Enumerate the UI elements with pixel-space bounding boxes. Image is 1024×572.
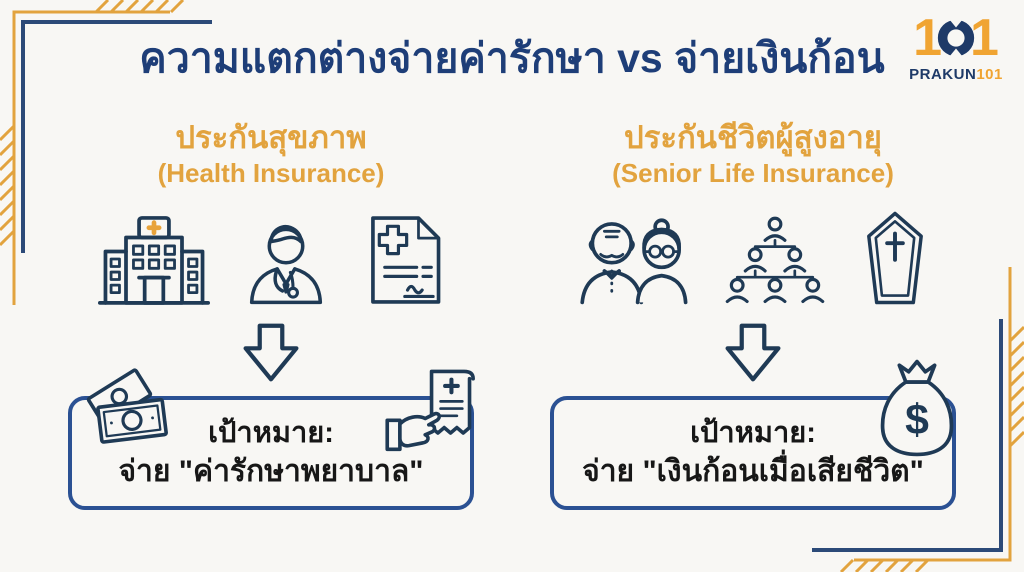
health-arrow-wrap [238, 322, 304, 384]
health-title-english: (Health Insurance) [157, 158, 385, 189]
down-arrow-icon [243, 323, 299, 382]
health-goal-value: จ่าย "ค่ารักษาพยาบาล" [118, 455, 424, 489]
hand-receipt-icon [385, 369, 475, 451]
down-arrow-icon [725, 323, 781, 382]
health-goal-box: เป้าหมาย: จ่าย "ค่ารักษาพยาบาล" [68, 368, 475, 510]
senior-arrow-wrap [720, 322, 786, 384]
prakun101-logo: 1 1 PRAKUN101 [904, 12, 1008, 83]
logo-digit-left: 1 [913, 9, 942, 67]
hospital-icon [98, 215, 210, 305]
column-health-insurance: ประกันสุขภาพ (Health Insurance) [30, 118, 512, 510]
medical-bill-icon [371, 216, 441, 304]
senior-title-english: (Senior Life Insurance) [612, 158, 894, 189]
aperture-zero-icon [937, 17, 975, 59]
logo-mark: 1 1 [904, 12, 1008, 64]
logo-wordmark-prefix: PRAKUN [909, 66, 977, 83]
health-goal-label: เป้าหมาย: [208, 416, 334, 449]
doctor-icon [249, 224, 323, 305]
senior-goal-value: จ่าย "เงินก้อนเมื่อเสียชีวิต" [582, 455, 924, 489]
logo-digit-right: 1 [970, 9, 999, 67]
column-senior-life-insurance: ประกันชีวิตผู้สูงอายุ (Senior Life Insur… [512, 118, 994, 510]
page-title: ความแตกต่างจ่ายค่ารักษา vs จ่ายเงินก้อน [139, 35, 885, 81]
health-title-thai: ประกันสุขภาพ [175, 120, 367, 155]
health-icon-row [98, 208, 444, 306]
dollar-sign: $ [905, 396, 929, 444]
logo-wordmark-suffix: 101 [976, 66, 1003, 83]
banknotes-icon [86, 368, 168, 444]
senior-title-thai: ประกันชีวิตผู้สูงอายุ [624, 120, 882, 155]
senior-icon-row [573, 208, 933, 306]
logo-wordmark: PRAKUN101 [904, 66, 1008, 83]
money-bag-icon: $ [880, 359, 954, 457]
elderly-couple-icon [580, 218, 688, 305]
family-tree-icon [725, 216, 825, 303]
comparison-columns: ประกันสุขภาพ (Health Insurance) [30, 118, 994, 510]
coffin-icon [867, 211, 923, 305]
senior-goal-label: เป้าหมาย: [690, 416, 816, 449]
senior-goal-box: $ เป้าหมาย: จ่าย "เงินก้อนเมื่อเสียชีวิต… [550, 359, 956, 510]
